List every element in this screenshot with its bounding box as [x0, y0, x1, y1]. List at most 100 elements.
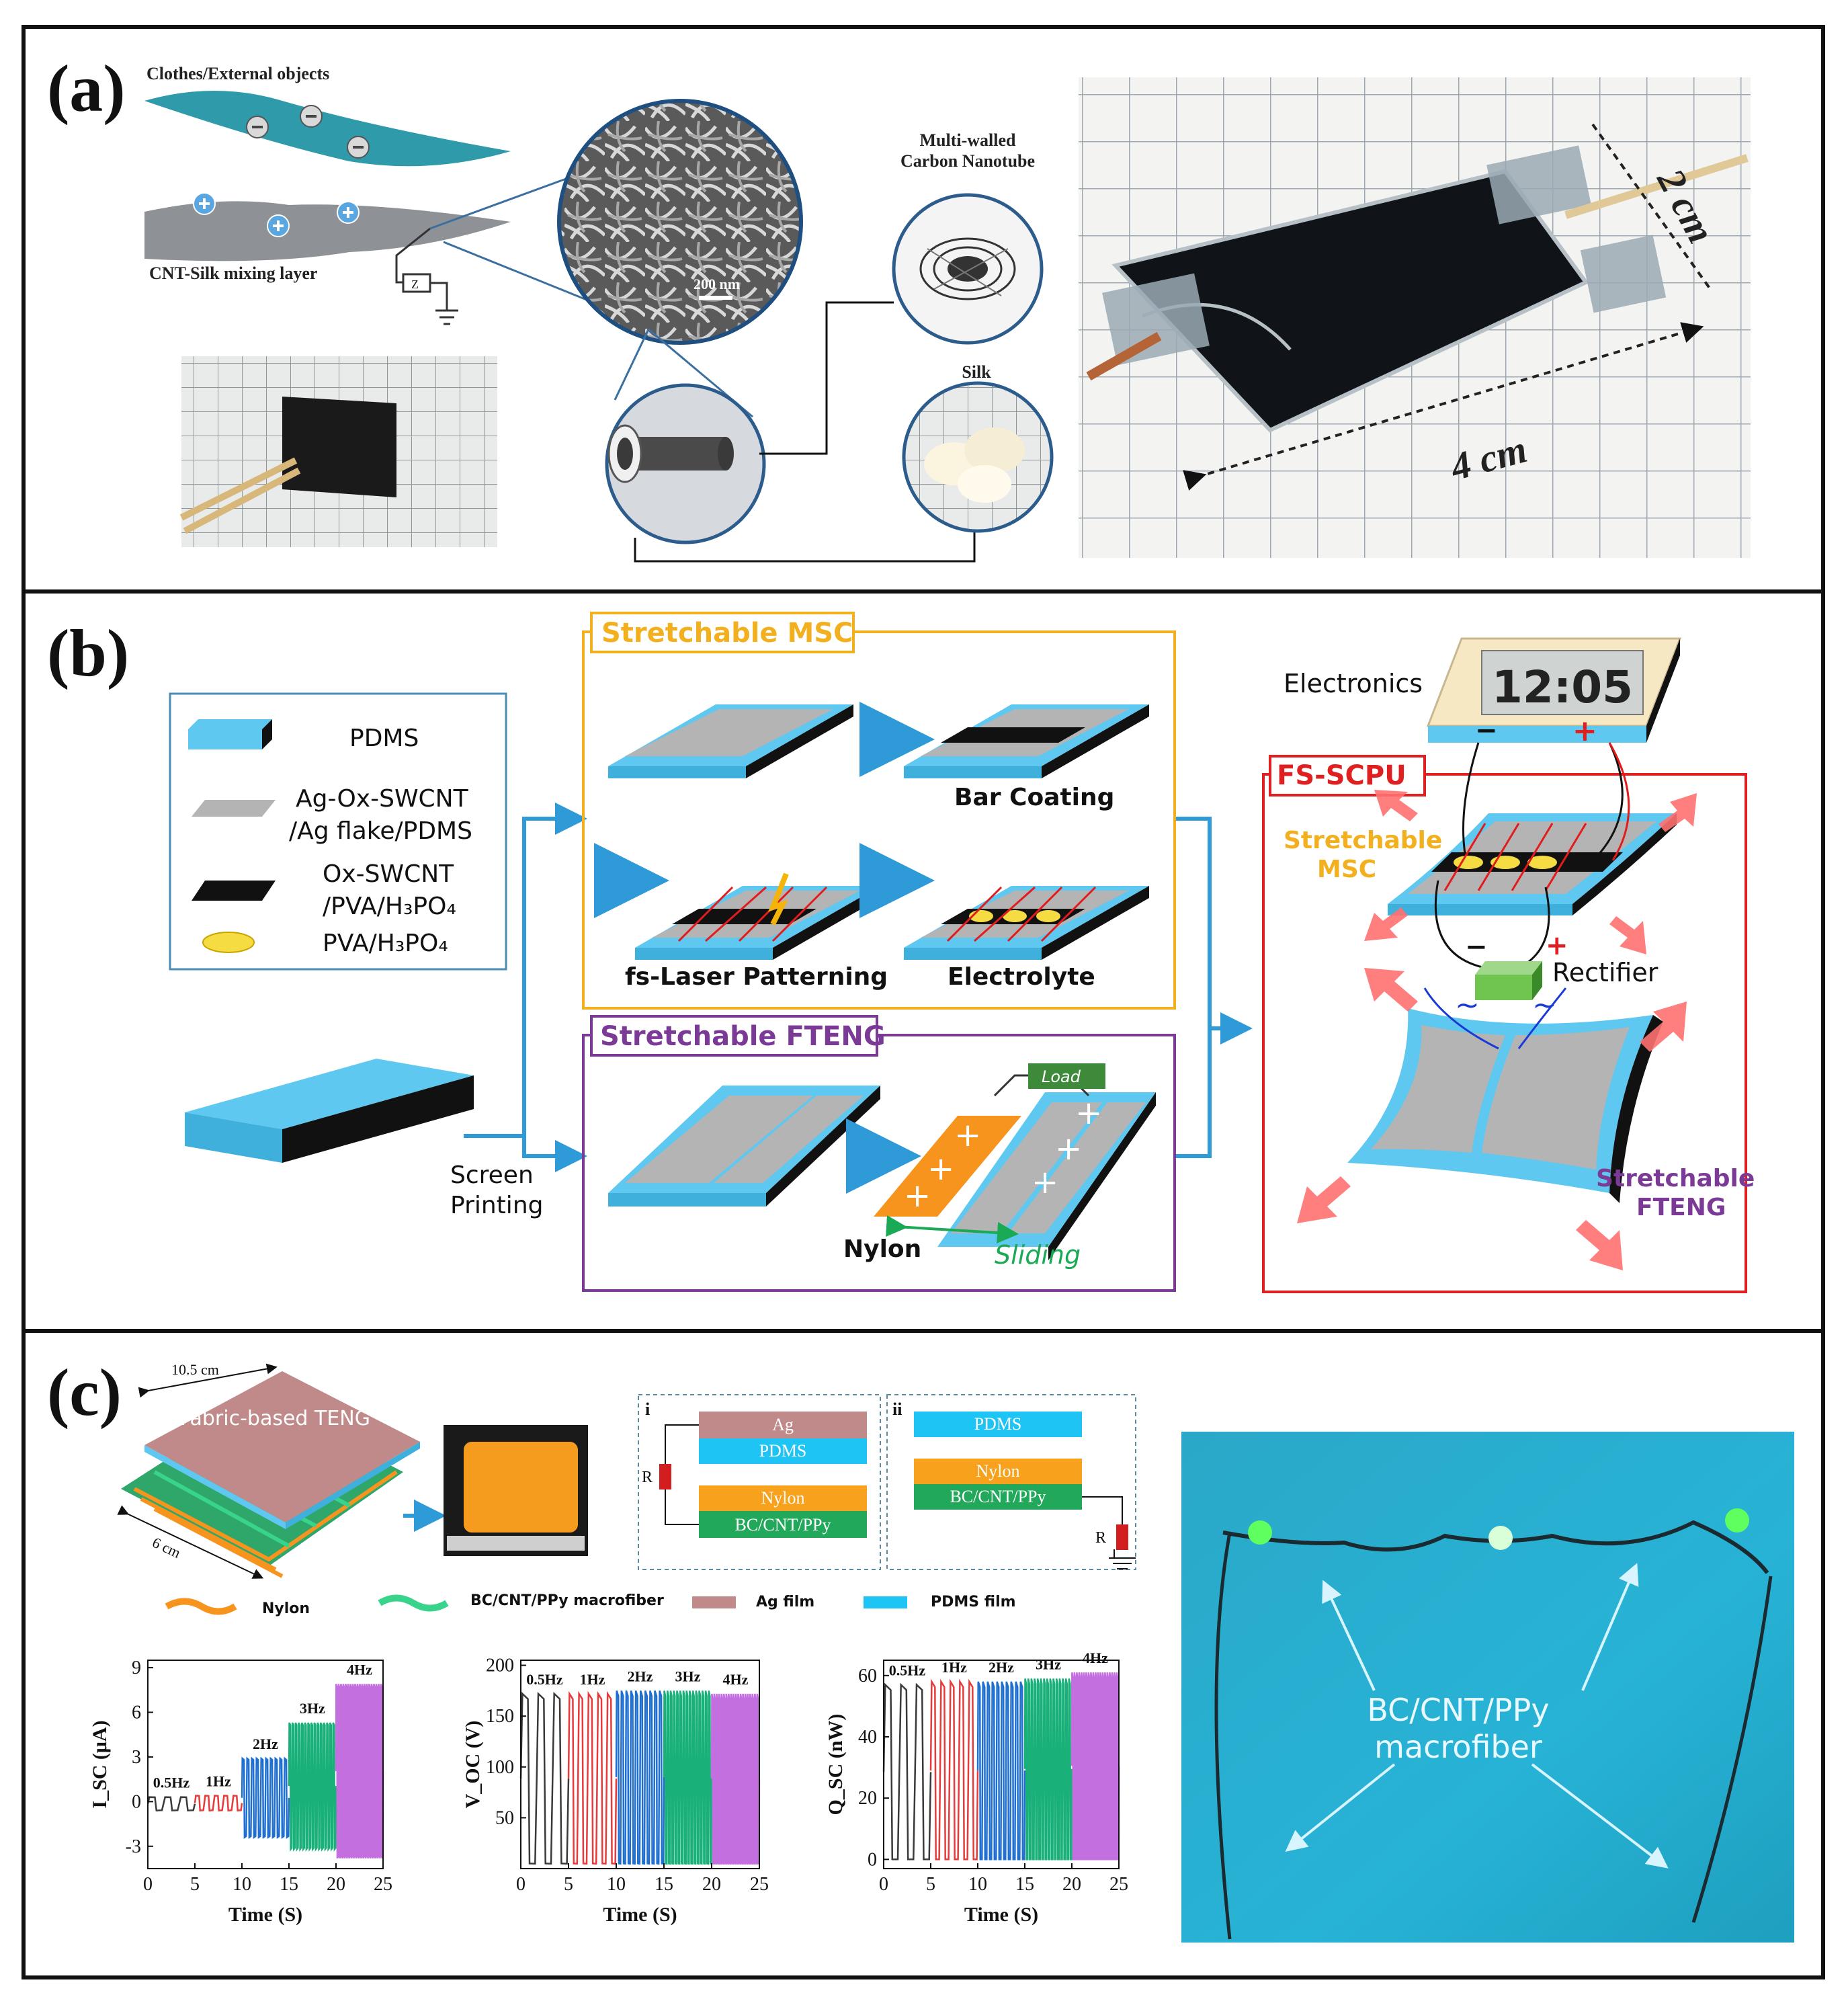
series-label: 3Hz: [675, 1668, 701, 1684]
svg-text:+: +: [954, 1116, 981, 1154]
nylon-label: Nylon: [843, 1235, 921, 1263]
svg-text:+: +: [904, 1177, 931, 1215]
device-photo: [1079, 77, 1751, 558]
flow-arrow-up: [464, 803, 587, 1138]
clock-display: 12:05: [1492, 661, 1633, 713]
layer-nylon-i: [699, 1485, 867, 1511]
msc-title: Stretchable MSC: [601, 618, 853, 649]
x-tick-label: 25: [1109, 1874, 1128, 1895]
layer-nylon-ii-label: Nylon: [976, 1461, 1020, 1481]
sliding-label: Sliding: [995, 1240, 1081, 1270]
series-label: 4Hz: [723, 1671, 749, 1688]
clock-plus: +: [1572, 714, 1597, 748]
series-0.5Hz: [519, 1692, 570, 1865]
legend-bc: BC/CNT/PPy macrofiber: [470, 1592, 664, 1609]
x-tick-label: 20: [327, 1874, 345, 1895]
clock-minus: −: [1475, 715, 1498, 746]
series-2Hz: [615, 1690, 665, 1865]
y-tick-label: 50: [495, 1807, 514, 1828]
y-tick-label: 6: [132, 1703, 141, 1723]
width-dim-arrow: [138, 1363, 278, 1398]
rectifier-label: Rectifier: [1552, 958, 1658, 987]
x-axis-label: Time (S): [228, 1904, 302, 1926]
smsc-label-1: Stretchable: [1284, 827, 1442, 854]
y-tick-label: 9: [132, 1658, 141, 1678]
mwcnt-label-2: Carbon Nanotube: [900, 151, 1035, 171]
msc-step2: [904, 704, 1149, 778]
series-0.5Hz: [146, 1796, 196, 1811]
y-axis-label: Q_SC (nW): [825, 1714, 847, 1815]
series-3Hz: [1023, 1678, 1073, 1861]
silk-image: [902, 381, 1054, 533]
series-4Hz: [335, 1684, 384, 1859]
x-tick-label: 15: [1015, 1874, 1034, 1895]
x-tick-label: 5: [926, 1874, 935, 1895]
electronics-label: Electronics: [1284, 669, 1423, 698]
fs-scpu-title: FS-SCPU: [1277, 760, 1406, 791]
fteng-load: Load: [1042, 1067, 1081, 1086]
layer-bc-ii: [914, 1484, 1082, 1510]
msc-wire-red: [1608, 742, 1630, 861]
layer-nylon-ii: [914, 1459, 1082, 1484]
circuit-i-resistor: [659, 1464, 671, 1489]
layer-bc-ii-label: BC/CNT/PPy: [950, 1487, 1046, 1506]
layer-nylon-i-label: Nylon: [761, 1488, 805, 1508]
connector-lines: [634, 301, 976, 563]
fiber-schematic: [605, 328, 766, 544]
sem-image: [429, 99, 803, 345]
stretchable-fteng: [1347, 987, 1663, 1203]
screen-printing-2: Printing: [450, 1192, 543, 1219]
flow-arrow-merge: [1176, 817, 1236, 1158]
x-tick-label: 10: [607, 1874, 626, 1895]
y-tick-label: 3: [132, 1747, 141, 1768]
x-tick-label: 25: [374, 1874, 392, 1895]
msc-step3: [635, 872, 880, 960]
fs-scpu-title-box: [1269, 755, 1426, 797]
svg-text:+: +: [1055, 1130, 1082, 1168]
circuit-i-r: R: [642, 1469, 653, 1486]
fteng-minus: −: [995, 1088, 1017, 1119]
msc-wires: [1462, 742, 1624, 854]
x-tick-label: 5: [564, 1874, 573, 1895]
legend-pdms-film-swatch: [864, 1596, 907, 1608]
legend-ag-film-swatch: [692, 1596, 736, 1608]
fteng-step1: [608, 1086, 880, 1207]
series-label: 0.5Hz: [526, 1671, 563, 1688]
bar-coating-label: Bar Coating: [954, 784, 1114, 811]
x-tick-label: 0: [143, 1874, 153, 1895]
x-tick-label: 15: [280, 1874, 298, 1895]
series-label: 1Hz: [580, 1671, 605, 1688]
legend-ox-line1: Ox-SWCNT: [323, 860, 454, 888]
ground-symbol: [395, 227, 458, 325]
legend-ag-line1: Ag-Ox-SWCNT: [296, 785, 469, 813]
series-3Hz: [288, 1722, 337, 1852]
layer-pdms-ii-label: PDMS: [974, 1414, 1022, 1434]
msc-step1: [608, 704, 853, 778]
series-1Hz: [929, 1678, 979, 1861]
series-label: 0.5Hz: [889, 1662, 926, 1678]
circuit-ii-tag: ii: [892, 1399, 902, 1419]
x-axis-label: Time (S): [603, 1904, 677, 1926]
photo-label-1: BC/CNT/PPy: [1367, 1692, 1549, 1728]
rectifier-minus: −: [1465, 932, 1488, 963]
clock-device: [1426, 637, 1682, 743]
rectifier-icon: [1475, 961, 1542, 1000]
fteng-frame: [582, 1034, 1176, 1292]
panel-b-label: (b): [47, 616, 129, 690]
depth-dim-arrow: [117, 1505, 264, 1579]
stretch-arrows-fteng: [1297, 968, 1687, 1270]
laser-label: fs-Laser Patterning: [625, 963, 888, 991]
legend-ag-line2: /Ag flake/PDMS: [289, 817, 472, 845]
sem-scale-bar: 200 nm: [694, 276, 740, 292]
rectifier-plus: +: [1546, 930, 1568, 961]
msc-frame: [582, 630, 1176, 1010]
fabric-sample-photo: [444, 1425, 588, 1556]
fteng-title-box: [590, 1015, 878, 1057]
series-label: 4Hz: [347, 1661, 372, 1678]
legend-nylon: Nylon: [262, 1600, 310, 1617]
series-label: 4Hz: [1083, 1649, 1108, 1666]
y-tick-label: -3: [126, 1836, 141, 1857]
